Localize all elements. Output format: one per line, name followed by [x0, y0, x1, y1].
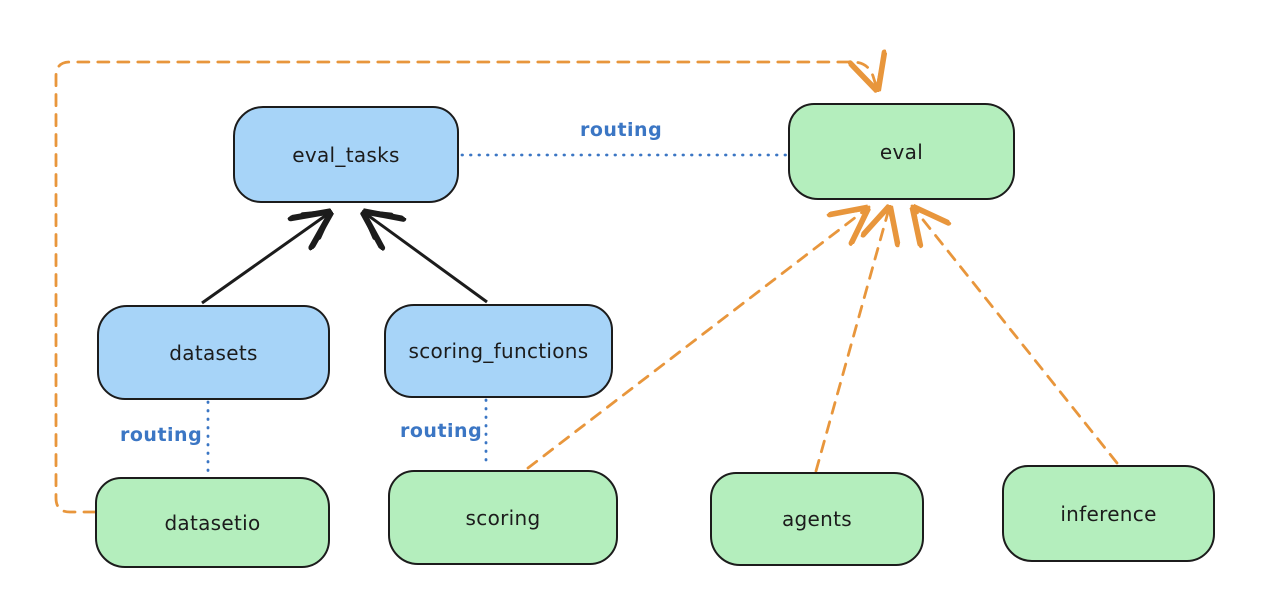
- edge-label-routing-scoring-functions-scoring: routing: [400, 420, 483, 442]
- node-inference-label: inference: [1060, 501, 1157, 526]
- edge-scoring-functions-to-eval-tasks: [362, 211, 488, 304]
- node-scoring-label: scoring: [465, 505, 541, 530]
- edge-scoring-to-eval: [526, 207, 869, 470]
- node-datasets: datasets: [97, 305, 330, 400]
- edge-datasets-to-eval-tasks: [201, 211, 332, 305]
- node-scoring-functions-label: scoring_functions: [408, 339, 589, 363]
- node-eval-tasks: eval_tasks: [233, 106, 459, 203]
- edge-label-routing-eval-tasks-eval: routing: [580, 119, 663, 141]
- node-scoring-functions: scoring_functions: [384, 304, 613, 398]
- node-agents: agents: [710, 472, 924, 566]
- edge-inference-to-eval: [912, 206, 1119, 465]
- node-scoring: scoring: [388, 470, 618, 565]
- node-eval-tasks-label: eval_tasks: [292, 142, 400, 167]
- node-eval-label: eval: [879, 139, 924, 164]
- node-inference: inference: [1002, 465, 1215, 562]
- node-datasetio: datasetio: [95, 477, 330, 568]
- edge-datasetio-to-eval: [54, 62, 878, 514]
- node-datasets-label: datasets: [169, 340, 258, 365]
- node-datasetio-label: datasetio: [164, 510, 261, 535]
- node-agents-label: agents: [782, 507, 852, 531]
- node-eval: eval: [788, 103, 1015, 200]
- edge-label-routing-datasets-datasetio: routing: [120, 424, 203, 446]
- edge-agents-to-eval: [814, 205, 890, 473]
